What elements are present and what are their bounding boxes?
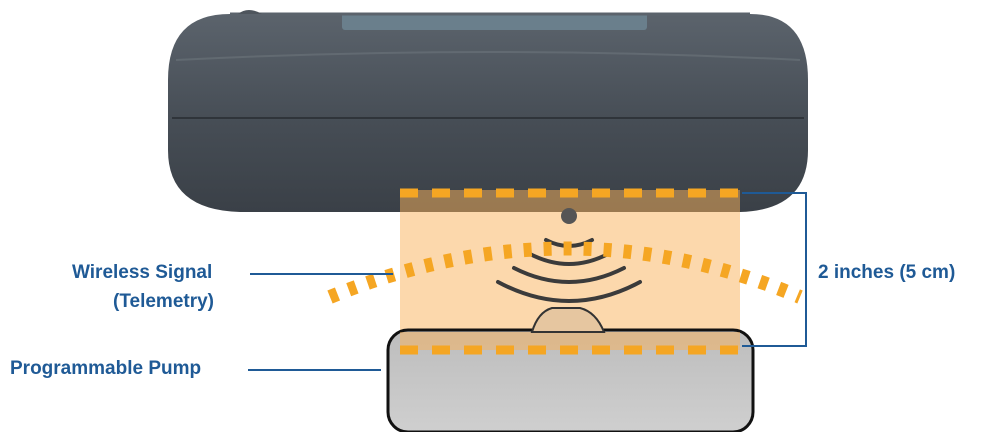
programmable-pump-label: Programmable Pump [10,358,201,380]
telemetry-label: (Telemetry) [113,291,214,313]
programmer-device [168,0,808,212]
distance-label: 2 inches (5 cm) [818,262,955,284]
programmer-body [168,14,808,212]
wireless-signal-label: Wireless Signal [72,262,212,284]
programmer-top-edge [230,0,750,14]
distance-bracket [742,193,806,346]
signal-source-dot [561,208,577,224]
